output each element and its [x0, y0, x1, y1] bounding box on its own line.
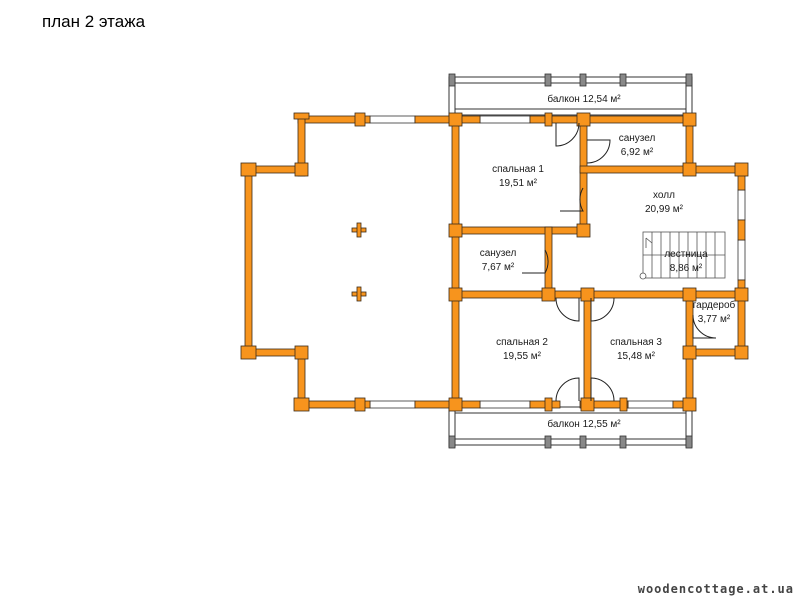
bedroom-2-name: спальная 2 [496, 337, 548, 348]
bath-2-name: санузел [480, 248, 517, 259]
posts [351, 222, 367, 302]
log-crossings [240, 112, 749, 412]
staircase [639, 231, 726, 280]
door-swings [522, 122, 717, 402]
bedroom-1-area: 19,51 м² [499, 178, 538, 189]
bath-1-area: 6,92 м² [621, 147, 654, 158]
hall-area: 20,99 м² [645, 204, 684, 215]
wardrobe-area: 3,77 м² [698, 314, 731, 325]
stairs-area: 8,86 м² [670, 263, 703, 274]
wardrobe-name: гардероб [693, 299, 736, 311]
hall-name: холл [653, 190, 675, 201]
balcony-posts [448, 73, 693, 449]
bath-2-area: 7,67 м² [482, 262, 515, 273]
bedroom-2-area: 19,55 м² [503, 351, 542, 362]
bedroom-3-name: спальная 3 [610, 337, 662, 348]
bedroom-3-area: 15,48 м² [617, 351, 656, 362]
bath-1-name: санузел [619, 133, 656, 144]
bedroom-1-name: спальная 1 [492, 164, 544, 175]
page-title: план 2 этажа [42, 12, 146, 31]
stairs-name: лестница [664, 249, 708, 260]
watermark: woodencottage.at.ua [637, 582, 794, 596]
balcony-bottom-label: балкон 12,55 м² [547, 418, 621, 430]
balcony-top-label: балкон 12,54 м² [547, 93, 621, 105]
